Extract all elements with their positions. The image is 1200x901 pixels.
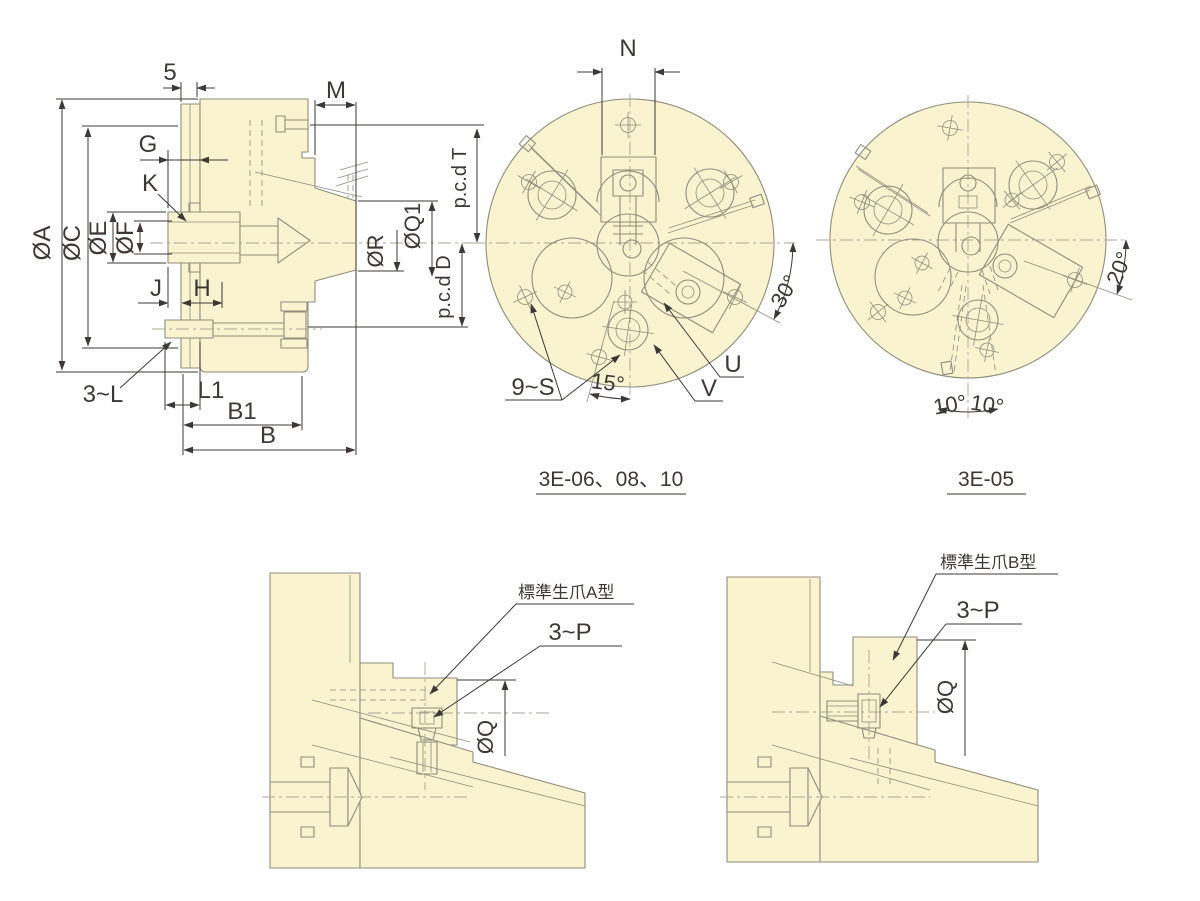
label-15deg: 15° [590, 368, 626, 397]
label-pcd-t: p.c.d T [449, 148, 471, 209]
label-dia-c: ØC [59, 225, 86, 261]
body-geometry [150, 98, 487, 373]
detail-view-jaw-a: ØQ 標準生爪A型 3~P [262, 572, 634, 869]
label-dia-a: ØA [29, 226, 56, 261]
label-v: V [701, 375, 717, 402]
leader-labels: 9~S V U [505, 302, 744, 402]
label-m: M [326, 77, 346, 104]
bolt-holes [513, 170, 747, 370]
detail-view-jaw-b: ØQ 標準生爪B型 3~P [720, 553, 1058, 863]
label-j: J [150, 275, 162, 302]
label-dia-e: ØE [85, 221, 112, 256]
label-dia-q-a: ØQ [473, 720, 498, 754]
caption-small: 3E-05 [947, 468, 1026, 495]
label-h: H [193, 275, 210, 302]
label-3p-b: 3~P [956, 597, 999, 624]
front-view-3jaw-small: 20° 10° 10° 3E-05 [816, 95, 1137, 495]
label-b1: B1 [227, 398, 256, 425]
label-jaw-type-a: 標準生爪A型 [518, 583, 614, 602]
label-dia-f: ØF [112, 221, 139, 254]
counterbored-holes [861, 160, 1058, 346]
top-jaw [596, 112, 660, 245]
side-section-view: 5 M G K ØA ØC ØE ØF J H 3~L L1 B1 B p.c.… [29, 59, 487, 455]
body-geometry [262, 572, 586, 869]
dimension-lines: ØQ 標準生爪B型 3~P [879, 553, 1058, 756]
label-3l: 3~L [83, 381, 124, 408]
label-10deg-left: 10° [931, 390, 968, 420]
label-10deg-right: 10° [969, 390, 1006, 420]
label-l1: L1 [198, 377, 225, 404]
dimension-lines [56, 82, 484, 455]
label-k: K [142, 170, 158, 197]
label-9s: 9~S [511, 374, 554, 401]
label-jaw-type-b: 標準生爪B型 [940, 553, 1036, 572]
center-cluster [874, 211, 1084, 319]
label-dia-q1: ØQ1 [400, 203, 425, 249]
label-u: U [724, 351, 741, 378]
label-3p-a: 3~P [548, 619, 591, 646]
caption-3e-05: 3E-05 [958, 468, 1014, 491]
counterbored-holes [526, 167, 736, 356]
caption-3e-06-08-10: 3E-06、08、10 [539, 468, 684, 491]
dimension-labels: 5 M G K ØA ØC ØE ØF J H 3~L L1 B1 B p.c.… [29, 59, 471, 449]
label-n: N [619, 35, 636, 62]
label-g: G [139, 131, 158, 158]
body-geometry [720, 576, 1039, 863]
label-30deg: 30° [765, 271, 803, 312]
label-dia-r: ØR [363, 235, 388, 268]
dimension-lines: ØQ 標準生爪A型 3~P [429, 583, 634, 756]
center-cluster [531, 213, 742, 334]
label-pcd-d: p.c.d D [433, 255, 455, 318]
caption-large: 3E-06、08、10 [536, 468, 686, 495]
front-view-3jaw-large: 30° 15° N 9~S V U 3E-06、08、10 [472, 35, 804, 495]
label-dia-q-b: ØQ [933, 680, 958, 714]
label-b: B [260, 422, 276, 449]
label-5: 5 [163, 59, 176, 86]
n-dimension: N [577, 35, 680, 155]
label-20deg: 20° [1101, 248, 1137, 288]
bolt-holes [849, 115, 1088, 362]
